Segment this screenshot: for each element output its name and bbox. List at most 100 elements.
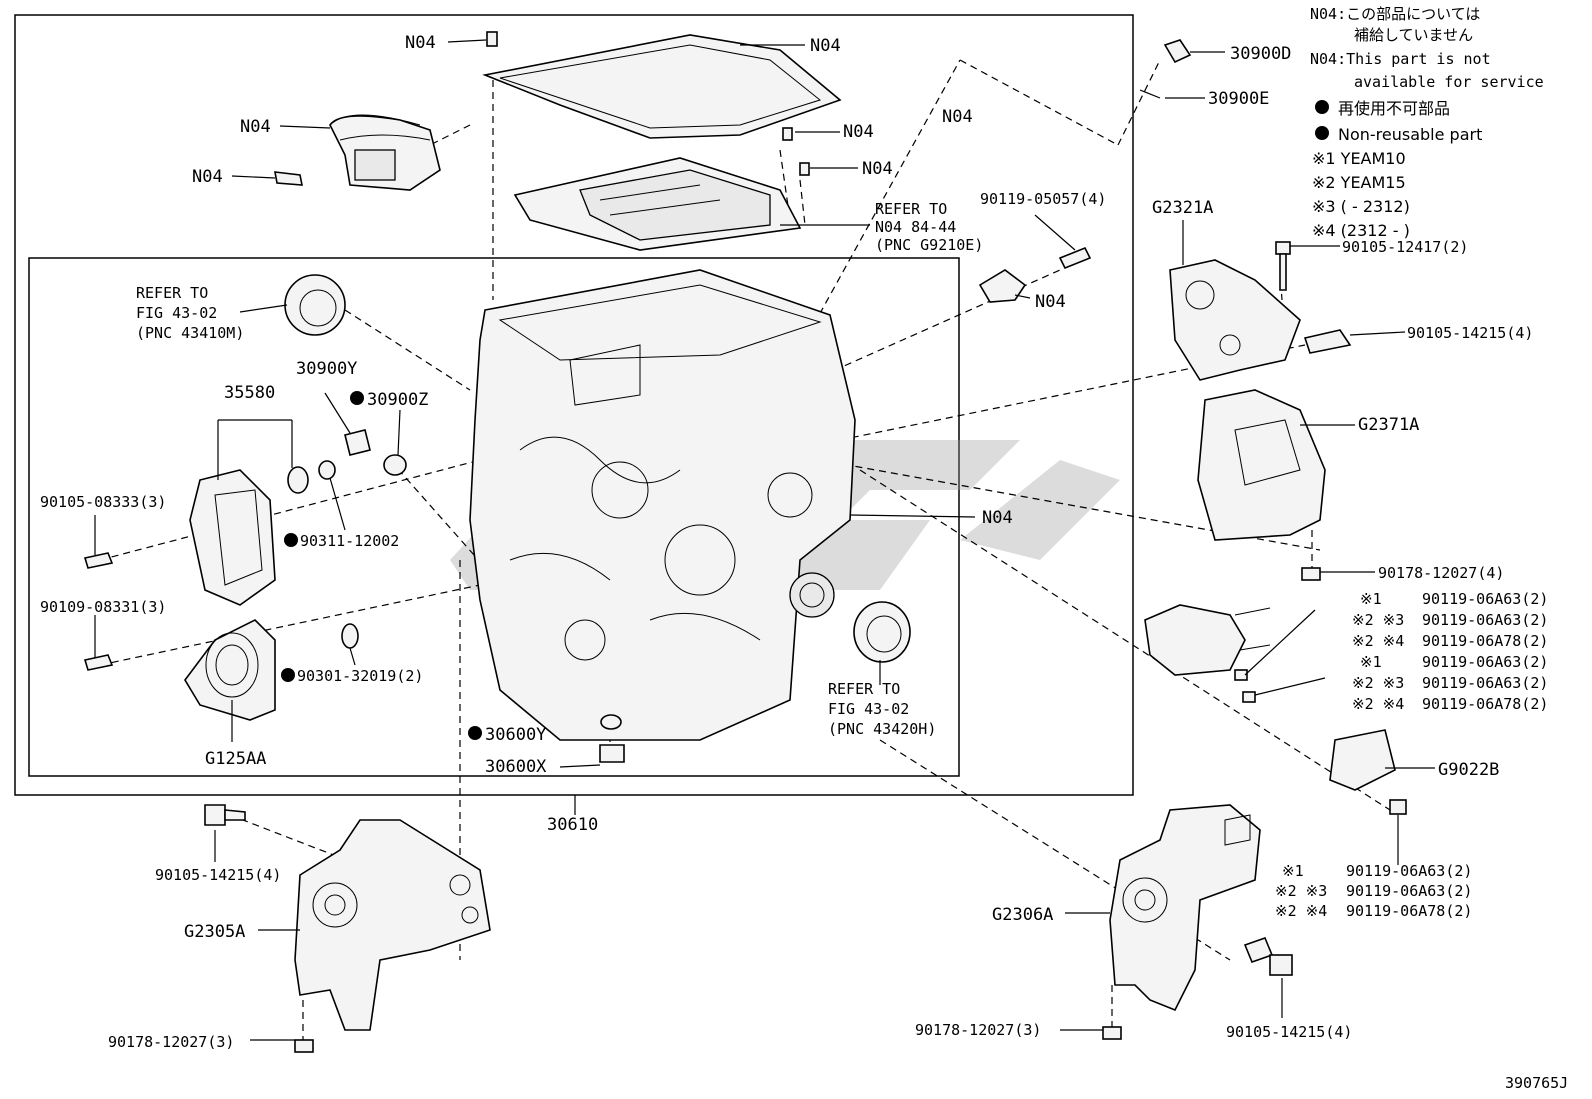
oring-90301: [341, 623, 359, 649]
label-n04: N04: [192, 167, 223, 187]
label-G9022B: G9022B: [1438, 760, 1499, 780]
svg-text:(PNC G9210E): (PNC G9210E): [875, 236, 983, 254]
bolt-90105-14215-b: [204, 804, 246, 826]
svg-text:※4 (2312 - ): ※4 (2312 - ): [1312, 221, 1410, 240]
cooler-G125AA: [184, 619, 276, 721]
label-90105-14215: 90105-14215(4): [1226, 1023, 1352, 1041]
label-90178-12027: 90178-12027(3): [915, 1021, 1041, 1039]
refer-block-top: REFER TO N04 84-44 (PNC G9210E): [875, 200, 983, 254]
bolt-90109-08331: [83, 654, 114, 671]
svg-text:※3 ( - 2312): ※3 ( - 2312): [1312, 197, 1410, 216]
bracket-G2321A: [1169, 259, 1301, 381]
svg-text:※1: ※1: [1360, 653, 1382, 671]
label-G2306A: G2306A: [992, 905, 1053, 925]
mount-G2305A: [294, 819, 491, 1031]
label-G2305A: G2305A: [184, 922, 245, 942]
svg-text:※2 ※3: ※2 ※3: [1352, 674, 1404, 692]
svg-text:90119-06A63(2): 90119-06A63(2): [1422, 674, 1548, 692]
svg-text:90119-06A78(2): 90119-06A78(2): [1346, 902, 1472, 920]
svg-text:※1: ※1: [1282, 862, 1304, 880]
label-90105-12417: 90105-12417(2): [1342, 238, 1468, 256]
svg-text:(PNC 43410M): (PNC 43410M): [136, 324, 244, 342]
transaxle-case: [469, 269, 856, 741]
svg-text:REFER TO: REFER TO: [828, 680, 900, 698]
label-90178-12027: 90178-12027(3): [108, 1033, 234, 1051]
bolt-lower-right: [1389, 799, 1407, 815]
label-n04: N04: [240, 117, 271, 137]
diagram-code: 390765J: [1505, 1074, 1568, 1092]
sensor-G9022B: [1329, 729, 1396, 791]
variant-table-lower: ※1 90119-06A63(2) ※2 ※3 90119-06A63(2) ※…: [1275, 862, 1472, 920]
svg-text:90119-06A63(2): 90119-06A63(2): [1422, 653, 1548, 671]
label-30900Z: 30900Z: [367, 390, 428, 410]
nut-90178-12027-b: [294, 1039, 314, 1053]
svg-text:REFER TO: REFER TO: [875, 200, 947, 218]
label-90105-14215: 90105-14215(4): [155, 866, 281, 884]
svg-text:※2 ※3: ※2 ※3: [1352, 611, 1404, 629]
refer-block-left: REFER TO FIG 43-02 (PNC 43410M): [136, 284, 244, 342]
bolt-90105-12417: [1275, 241, 1291, 291]
label-35580: 35580: [224, 383, 275, 403]
label-90311-12002: 90311-12002: [300, 532, 399, 550]
svg-text:※1 YEAM10: ※1 YEAM10: [1312, 149, 1406, 168]
label-G2371A: G2371A: [1358, 415, 1419, 435]
oil-seal-left: [284, 274, 346, 336]
bolt-90105-14215-c: [1243, 936, 1293, 976]
svg-text:補給していません: 補給していません: [1354, 26, 1473, 44]
oil-seal-right: [853, 601, 911, 663]
label-90109-08331: 90109-08331(3): [40, 598, 166, 616]
plug-30600X: [599, 744, 625, 763]
svg-text:(PNC 43420H): (PNC 43420H): [828, 720, 936, 738]
speed-sensor: [978, 269, 1027, 303]
svg-text:※1: ※1: [1360, 590, 1382, 608]
plug-30900Y: [344, 429, 371, 456]
gasket-30900Z: [383, 454, 407, 476]
label-n04: N04: [942, 107, 973, 127]
ring-35580: [287, 466, 309, 494]
mount-G2371A: [1197, 389, 1326, 541]
svg-text:90119-06A63(2): 90119-06A63(2): [1422, 590, 1548, 608]
svg-text:N04:この部品については: N04:この部品については: [1310, 5, 1480, 23]
label-90119-05057: 90119-05057(4): [980, 190, 1106, 208]
svg-text:N04:This part is not: N04:This part is not: [1310, 50, 1491, 68]
label-30900E: 30900E: [1208, 89, 1269, 109]
svg-text:90119-06A78(2): 90119-06A78(2): [1422, 632, 1548, 650]
label-n04: N04: [810, 36, 841, 56]
label-n04: N04: [405, 33, 436, 53]
svg-text:FIG 43-02: FIG 43-02: [828, 700, 909, 718]
bolt-90119-05057: [1058, 246, 1092, 270]
harness-bolt: [274, 171, 303, 186]
nut-90178-12027-a: [1301, 567, 1321, 581]
svg-text:90119-06A63(2): 90119-06A63(2): [1422, 611, 1548, 629]
legend: N04:この部品については 補給していません N04:This part is …: [1310, 5, 1544, 240]
mount-G2306A: [1109, 804, 1261, 1012]
svg-text:※2 ※4: ※2 ※4: [1275, 902, 1327, 920]
oil-pan-cover: [482, 34, 842, 139]
variant-table-right: ※1 90119-06A63(2) ※2 ※3 90119-06A63(2) ※…: [1352, 590, 1548, 713]
screws-mid: [782, 127, 810, 176]
outer-frame: [14, 14, 1134, 796]
svg-text:90119-06A78(2): 90119-06A78(2): [1422, 695, 1548, 713]
oil-pump-35580: [189, 469, 276, 606]
svg-text:※2 YEAM15: ※2 YEAM15: [1312, 173, 1406, 192]
label-90105-08333: 90105-08333(3): [40, 493, 166, 511]
label-90178-12027: 90178-12027(4): [1378, 564, 1504, 582]
leader-lines: [94, 39, 1435, 1041]
svg-text:Non-reusable part: Non-reusable part: [1338, 125, 1482, 144]
callout-labels: N04 N04 N04 N04 N04 N04 N04 N04 N04 3090…: [40, 33, 1533, 1051]
svg-text:※2 ※4: ※2 ※4: [1352, 632, 1404, 650]
svg-text:再使用不可部品: 再使用不可部品: [1338, 99, 1450, 118]
svg-text:FIG 43-02: FIG 43-02: [136, 304, 217, 322]
actuator-motor: [1144, 604, 1271, 676]
svg-text:available for service: available for service: [1354, 73, 1544, 91]
svg-text:REFER TO: REFER TO: [136, 284, 208, 302]
label-30600Y: 30600Y: [485, 725, 546, 745]
hose-30900E: [1139, 89, 1161, 99]
bolt-top: [486, 31, 498, 47]
svg-text:N04 84-44: N04 84-44: [875, 218, 956, 236]
refer-block-bottom: REFER TO FIG 43-02 (PNC 43420H): [828, 680, 936, 738]
label-30900D: 30900D: [1230, 44, 1291, 64]
ring-90311: [318, 460, 336, 480]
nut-90178-12027-c: [1102, 1026, 1122, 1040]
